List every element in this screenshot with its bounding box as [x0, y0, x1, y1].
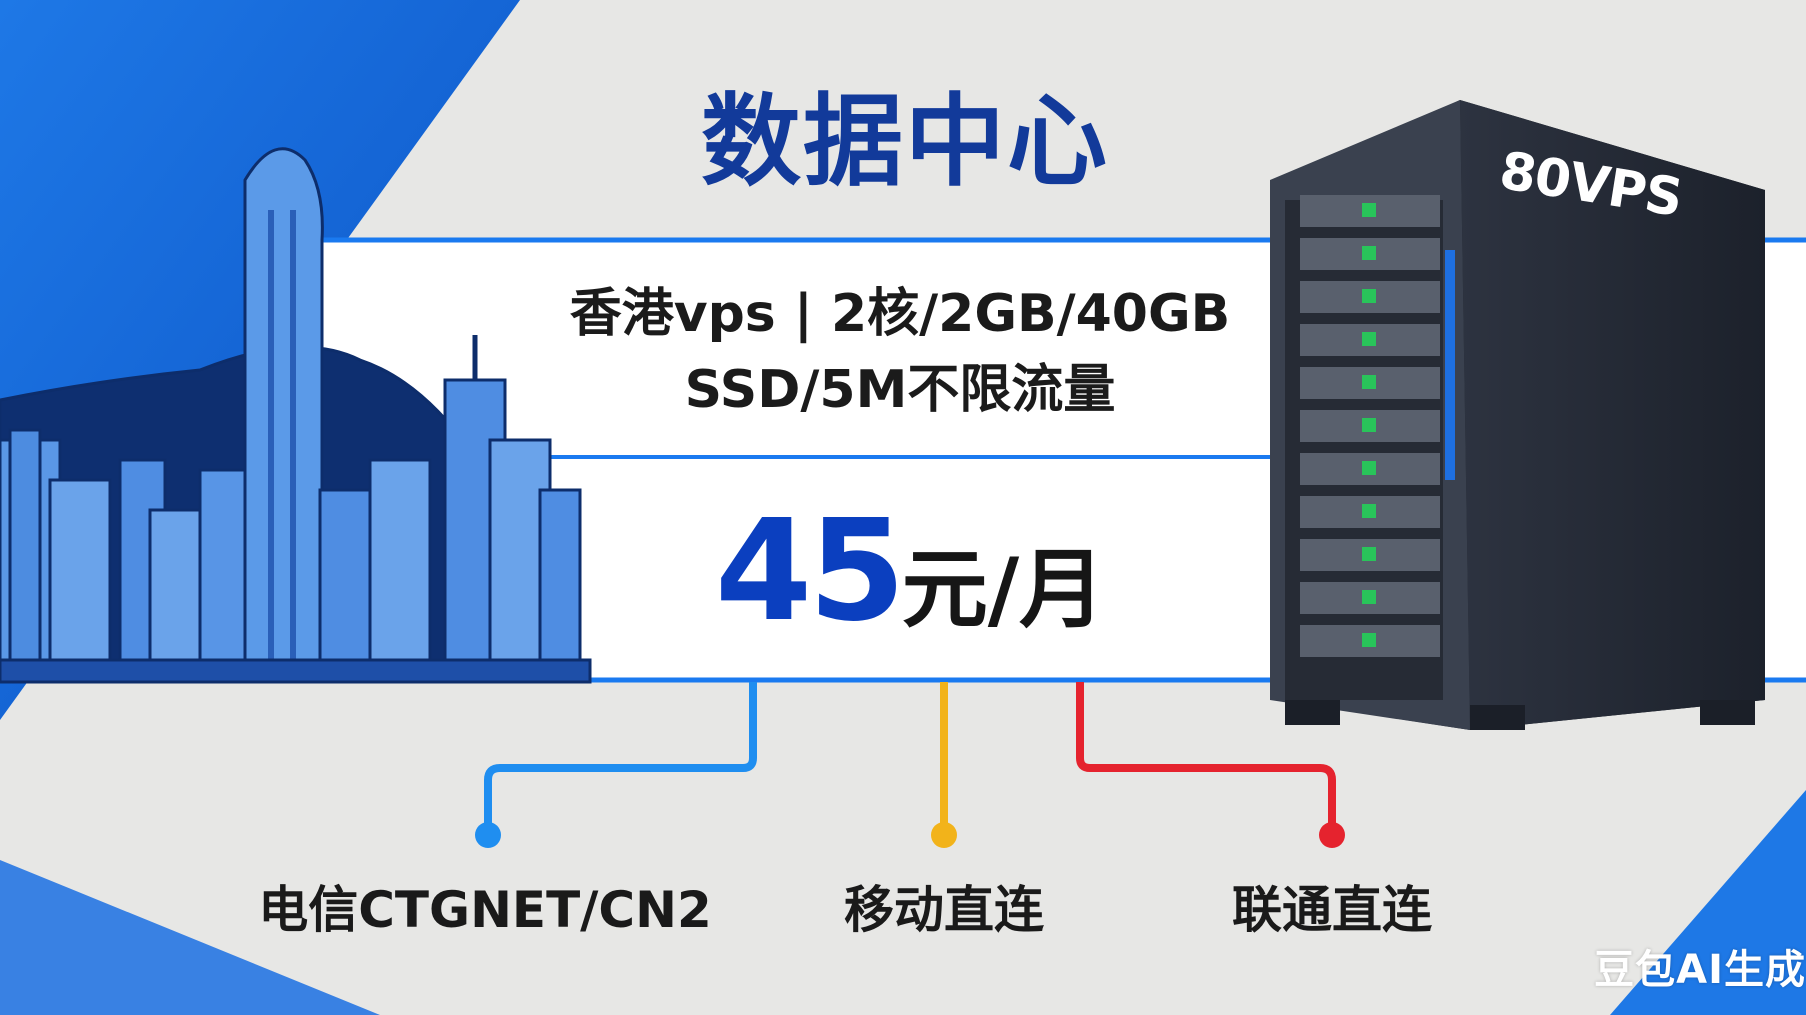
ctgnet-label: 电信CTGNET/CN2 [258, 881, 712, 939]
mobile-direct-label: 移动直连 [844, 881, 1044, 939]
mobile-node [931, 822, 957, 848]
unicom-node [1319, 822, 1345, 848]
price-amount: 45 [714, 490, 906, 653]
spec-line-ssd-bandwidth: SSD/5M不限流量 [684, 360, 1116, 420]
unicom-connector [1076, 682, 1336, 835]
server-status-lights [1362, 203, 1376, 647]
blue-stripe-left [0, 860, 380, 1015]
unicom-direct-label: 联通直连 [1232, 881, 1432, 939]
blue-corner-right [1610, 790, 1806, 1015]
ctgnet-connector [484, 682, 757, 835]
page-title: 数据中心 [701, 83, 1109, 200]
server-illustration [1270, 100, 1765, 730]
price-unit: 元/月 [901, 540, 1106, 640]
ifc-tower [243, 147, 324, 682]
price-display: 45元/月 [640, 490, 1180, 653]
ctgnet-node [475, 822, 501, 848]
spec-line-cpu-ram-disk: 香港vps | 2核/2GB/40GB [569, 284, 1231, 344]
skyline-illustration [0, 147, 592, 684]
watermark: 豆包AI生成 [1594, 947, 1806, 993]
